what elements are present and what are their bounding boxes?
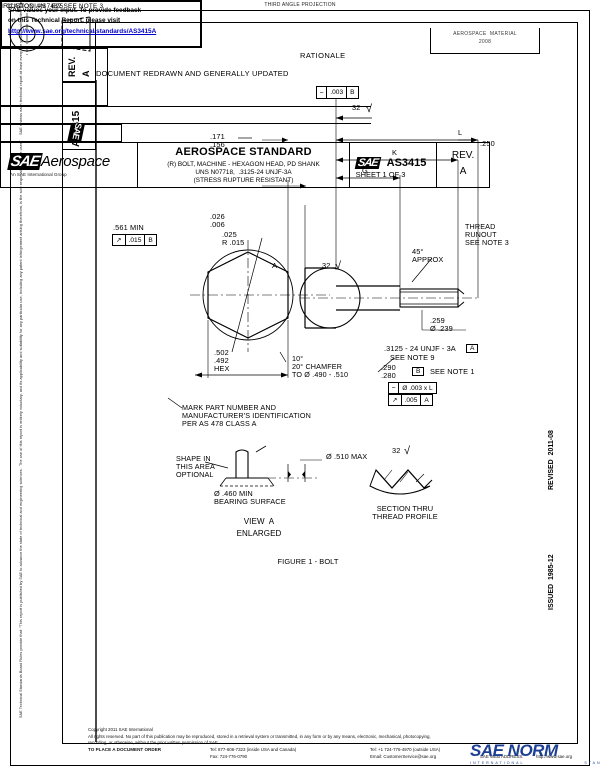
flatness-datum: B bbox=[350, 89, 355, 96]
bearing-surface-note: Ø .460 MIN BEARING SURFACE bbox=[214, 489, 286, 506]
page-border bbox=[10, 10, 590, 766]
surface-finish-32-top: 32 bbox=[352, 103, 361, 112]
angle-45-approx: 45° APPROX bbox=[412, 247, 444, 264]
finish-check-icon-section: √ bbox=[404, 445, 411, 457]
drawing-border bbox=[62, 22, 578, 744]
feedback-box[interactable]: SAE values your input. To provide feedba… bbox=[0, 0, 202, 48]
title-block-title-cell: AEROSPACE STANDARD (R) BOLT, MACHINE - H… bbox=[138, 143, 350, 187]
stamp-line2: 2008 bbox=[478, 39, 492, 45]
dia-510-max: Ø .510 MAX bbox=[326, 452, 368, 461]
figure-caption: FIGURE 1 - BOLT bbox=[277, 557, 339, 566]
part-title-line3: (STRESS RUPTURE RESISTANT) bbox=[193, 177, 294, 184]
title-block-doc-number: AS3415 bbox=[386, 157, 427, 169]
footer-order-label: TO PLACE A DOCUMENT ORDER bbox=[88, 746, 162, 752]
dim-171-156: .171 .156 bbox=[210, 132, 225, 149]
flatness-control-frame: ⎯ .003 B bbox=[316, 86, 359, 99]
feedback-line2: on this Technical Report, please visit bbox=[8, 17, 121, 24]
dim-026-006: .026 .006 bbox=[210, 212, 225, 229]
footer-web: http://www.sae.org bbox=[536, 753, 573, 759]
title-block-rev-cell: REV. A bbox=[437, 143, 489, 187]
chamfer-note: 10° 20° CHAMFER TO Ø .490 - .510 bbox=[292, 354, 349, 379]
dim-L: L bbox=[458, 128, 463, 137]
title-block-logo-cell: SAEAerospace An SAE International Group bbox=[1, 143, 139, 187]
standard-title: AEROSPACE STANDARD bbox=[175, 146, 312, 158]
sheet-number: SHEET 1 OF 3 bbox=[355, 170, 406, 179]
procurement-spec-field: PROCUREMENT SPECIFICATION AS7487 SEE NOT… bbox=[0, 3, 122, 142]
footer-rights: All rights reserved. No part of this pub… bbox=[88, 733, 431, 739]
flatness-tolerance: .003 bbox=[327, 87, 348, 98]
title-block-number-cell: SAE AS3415 SHEET 1 OF 3 bbox=[350, 143, 438, 187]
datum-B-feature: B bbox=[412, 367, 425, 376]
straightness-tolerance: Ø .003 x L bbox=[402, 384, 433, 392]
surface-finish-32-mid: 32 bbox=[322, 261, 331, 270]
dim-250: .250 bbox=[480, 139, 495, 148]
part-title-line2: UNS N07718, .3125-24 UNJF-3A bbox=[195, 169, 292, 176]
finish-check-icon-mid: √ bbox=[335, 260, 342, 272]
footer-tel-usa: Tel: 877-606-7323 (inside USA and Canada… bbox=[210, 746, 297, 752]
title-block-rev-label: REV. bbox=[451, 150, 475, 161]
view-a-label: VIEW A bbox=[243, 517, 275, 526]
feedback-line1: SAE values your input. To provide feedba… bbox=[8, 7, 142, 14]
section-label-A: A bbox=[272, 261, 278, 270]
shape-optional-note: SHAPE IN THIS AREA OPTIONAL bbox=[176, 454, 215, 479]
dim-290-280: .290 .280 bbox=[381, 363, 396, 380]
rev-corner-box: REV. A bbox=[62, 22, 96, 82]
sae-norm-watermark-sub: INTERNATIONAL STANDARD bbox=[470, 761, 600, 765]
thread-runout-note: THREAD RUNOUT SEE NOTE 3 bbox=[465, 222, 509, 247]
footer-copyright: Copyright 2011 SAE International bbox=[88, 727, 153, 732]
part-title-line1: (R) BOLT, MACHINE - HEXAGON HEAD, PD SHA… bbox=[167, 161, 320, 168]
footer-rights2: recording, or otherwise, without the pri… bbox=[88, 740, 220, 746]
circular-runout-icon: ↗ bbox=[113, 235, 126, 245]
change-note: DOCUMENT REDRAWN AND GENERALLY UPDATED bbox=[96, 69, 289, 78]
runout-datum: B bbox=[148, 236, 153, 244]
feedback-link[interactable]: http://www.sae.org/technical/standards/A… bbox=[8, 28, 157, 35]
stamp-line1: AEROSPACE MATERIAL bbox=[453, 31, 517, 37]
section-thread-profile-label: SECTION THRU THREAD PROFILE bbox=[372, 504, 438, 521]
custodian-text: CUSTODIAN E25 bbox=[6, 3, 64, 10]
runout-005-control-frame: ↗ .005 A bbox=[388, 394, 433, 406]
dim-025-R015: .025 R .015 bbox=[222, 230, 245, 247]
aerospace-wordmark: Aerospace bbox=[40, 153, 110, 170]
straightness-icon: ⎯ bbox=[389, 383, 400, 393]
flatness-symbol: ⎯ bbox=[317, 87, 328, 98]
procurement-spec-text: PROCUREMENT SPECIFICATION AS7487 SEE NOT… bbox=[0, 3, 104, 10]
sae-mark-titleblock: SAE bbox=[354, 157, 381, 169]
thread-see-note-9: SEE NOTE 9 bbox=[390, 353, 435, 362]
surface-finish-32-section: 32 bbox=[392, 446, 401, 455]
dia-259-239: .259 Ø .239 bbox=[430, 316, 453, 333]
footer-email: Email: CustomerService@sae.org bbox=[370, 753, 437, 759]
third-angle-projection-box: THIRD ANGLE PROJECTION bbox=[0, 2, 335, 106]
custodian-field: CUSTODIAN E25 bbox=[0, 3, 371, 124]
rationale-heading: RATIONALE bbox=[300, 51, 346, 60]
footer-tel-outside: Tel: +1 724-776-4970 (outside USA) bbox=[370, 746, 441, 752]
hex-dimension: .502 .492 HEX bbox=[214, 348, 230, 373]
runout-005-datum: A bbox=[424, 396, 429, 404]
runout-arrow-icon: ↗ bbox=[389, 395, 402, 405]
see-note-1: SEE NOTE 1 bbox=[430, 367, 475, 376]
title-block-rev-value: A bbox=[459, 166, 467, 177]
sae-norm-watermark: SAE NORM bbox=[470, 741, 558, 760]
dim-G: G bbox=[362, 166, 368, 175]
footer-fax: Fax: 724-776-0790 bbox=[210, 753, 248, 759]
footer-web-label: SAE WEB ADDRESS: bbox=[480, 753, 524, 759]
runout-005-tolerance: .005 bbox=[402, 395, 422, 405]
projection-caption: THIRD ANGLE PROJECTION bbox=[264, 2, 336, 8]
datum-A-feature: A bbox=[466, 344, 479, 353]
projection-symbol-icon bbox=[9, 13, 91, 55]
straightness-control-frame: ⎯ Ø .003 x L bbox=[388, 382, 437, 394]
runout-561-min: .561 MIN bbox=[113, 223, 144, 232]
runout-tolerance: .015 bbox=[126, 235, 146, 245]
view-a-enlarged-label: ENLARGED bbox=[236, 529, 282, 538]
title-block: SAEAerospace An SAE International Group … bbox=[0, 142, 490, 188]
finish-check-icon-top: √ bbox=[366, 103, 373, 115]
runout-control-frame: ↗ .015 B bbox=[112, 234, 157, 246]
marking-note: MARK PART NUMBER AND MANUFACTURER'S IDEN… bbox=[182, 403, 311, 428]
sae-group-subtitle: An SAE International Group bbox=[10, 172, 67, 177]
sae-logo-mark: SAE bbox=[7, 153, 43, 170]
page-footer: Copyright 2011 SAE International All rig… bbox=[88, 727, 578, 761]
dim-K: K bbox=[392, 148, 398, 157]
thread-spec: .3125 - 24 UNJF - 3A bbox=[384, 344, 456, 353]
aerospace-material-stamp: AEROSPACE MATERIAL 2008 bbox=[430, 28, 540, 54]
